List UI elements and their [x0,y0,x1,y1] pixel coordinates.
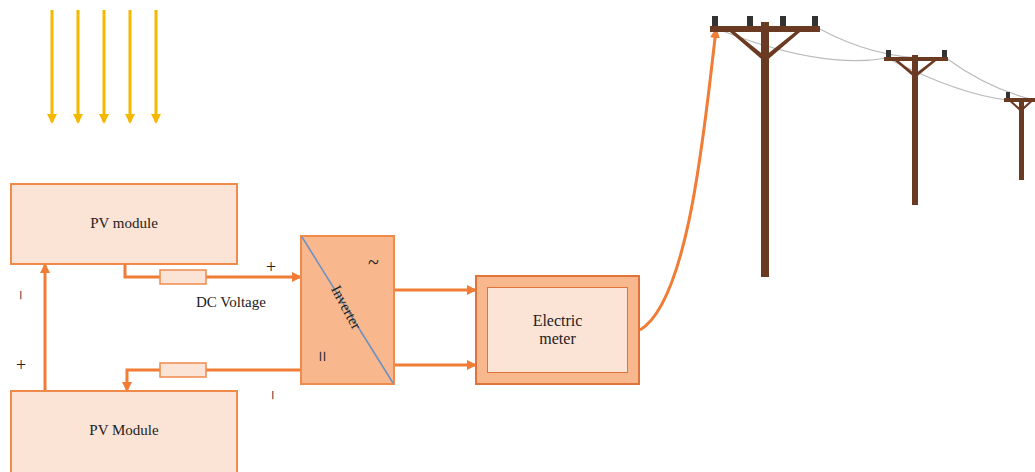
node-label: PV module [90,215,158,232]
wire-connector [127,370,300,390]
device-name: Inverter [327,283,365,333]
pv-module-box: PV module [10,183,238,265]
fuses [160,270,206,377]
polarity-sign: − [12,290,30,300]
symbol: ~ [368,251,379,274]
sun-rays [52,10,156,122]
polarity-sign: + [16,356,26,374]
grid-feed [640,30,716,330]
wire-connector [44,265,47,390]
polarity-sign: − [264,390,282,400]
wire-connector [395,289,475,292]
voltage-label: DC Voltage [196,295,266,310]
inverter-box: ~Inverter = [300,235,395,385]
polarity-sign: + [266,258,276,276]
node-label: PV Module [89,422,158,439]
electric-meter-box: Electric meter [475,275,640,385]
pv-module-box: PV Module [10,390,238,472]
wire-connector [395,364,475,367]
node-label: Electric meter [518,312,598,349]
utility-poles [710,16,1035,277]
symbol: = [310,351,333,362]
